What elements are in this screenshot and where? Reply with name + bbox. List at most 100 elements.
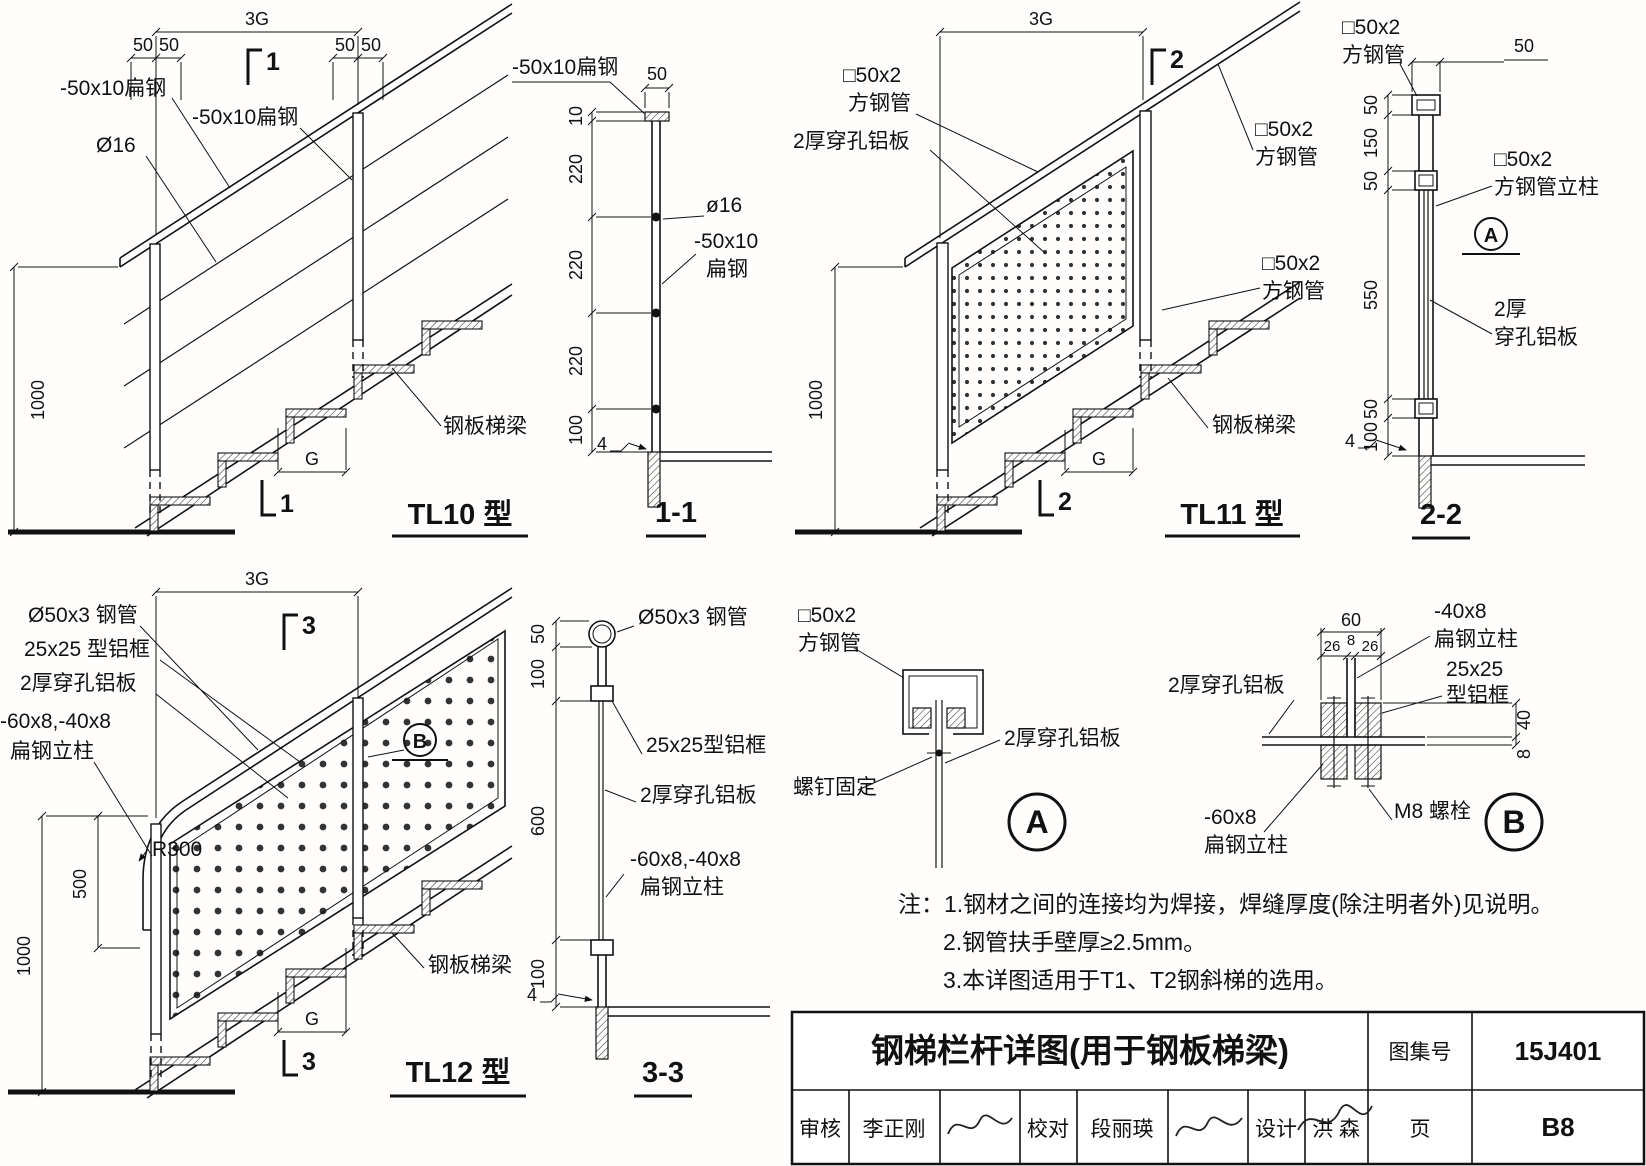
ext-lines [18, 36, 384, 470]
section-cut-marks [1038, 48, 1166, 517]
label-post-size: -60x8,-40x8 [0, 710, 111, 733]
ext-lines [1392, 59, 1548, 457]
weld-flag [610, 443, 629, 452]
panel-inner-frame [176, 638, 499, 1009]
section-number-top: 2 [1170, 46, 1184, 74]
dim-220: 220 [566, 250, 586, 280]
weld-arrow [627, 442, 647, 450]
dim: 50 [528, 624, 548, 644]
dim: 50 [1361, 171, 1381, 191]
label-r300: R300 [152, 838, 202, 861]
label-post-type: 方钢管立柱 [1494, 176, 1599, 199]
bolt-nuts [1327, 697, 1375, 787]
label-flat-steel: -50x10扁钢 [512, 56, 618, 79]
dim-26: 26 [1324, 638, 1341, 655]
label-post-size: -60x8,-40x8 [630, 848, 741, 871]
leaders [604, 625, 643, 898]
dim-3g: 3G [1029, 9, 1053, 29]
dim-220: 220 [566, 346, 586, 376]
dim-lines [591, 87, 669, 452]
label-bottom-tube-size: □50x2 [1262, 252, 1320, 275]
note-line-1: 注：1.钢材之间的连接均为焊接，焊缝厚度(除注明者外)见说明。 [898, 891, 1554, 917]
post-flat [1346, 658, 1356, 737]
section-title: 2-2 [1420, 499, 1462, 531]
label-flat-a: -50x10 [694, 230, 758, 253]
leaders [93, 625, 425, 969]
label-bolt: M8 螺栓 [1394, 800, 1471, 823]
dim-50: 50 [335, 35, 355, 55]
section-title: 3-3 [642, 1057, 684, 1089]
title-block: 钢梯栏杆详图(用于钢板梯梁) 图集号 15J401 页 B8 审核 李正刚 校对… [790, 1010, 1646, 1166]
dim: 50 [1361, 399, 1381, 419]
dim-26: 26 [1362, 638, 1379, 655]
tl12-elevation: 3G Ø50x3 钢管 25x25 型铝框 2厚穿孔铝板 -60x8,-40x8… [0, 569, 526, 1099]
dim-ticks [9, 27, 388, 537]
label-panel: 2厚穿孔铝板 [1168, 674, 1285, 697]
leaders [1263, 635, 1443, 833]
tl11-title: TL11 型 [1180, 498, 1283, 531]
post-1 [149, 243, 161, 471]
post [597, 955, 607, 1007]
detail-a: □50x2 方钢管 2厚穿孔铝板 螺钉固定 A [793, 604, 1121, 868]
dim-lines [1321, 631, 1517, 745]
tread-plate [608, 1006, 770, 1017]
label-post-size: □50x2 [1494, 148, 1552, 171]
dim-1000: 1000 [14, 936, 34, 976]
label-flat-b: 扁钢 [706, 258, 748, 281]
label-panel: 2厚穿孔铝板 [1004, 727, 1121, 750]
label-post60-size: -60x8 [1204, 806, 1257, 829]
section-cut-marks [282, 613, 298, 1077]
label-post40-type: 扁钢立柱 [1434, 628, 1518, 651]
review-label: 审核 [799, 1118, 841, 1141]
weld-arrow [1375, 439, 1407, 451]
frame-top [590, 685, 614, 702]
dim-40: 40 [1514, 710, 1534, 730]
label-rail-size: □50x2 [1342, 16, 1400, 39]
section-number-bottom: 2 [1058, 488, 1072, 516]
section-number-top: 3 [302, 612, 316, 640]
panel-section [935, 700, 943, 868]
tread-plate [1431, 455, 1585, 466]
screw-block-right [946, 707, 966, 729]
dim-ticks [587, 83, 674, 457]
label-frame: 25x25 型铝框 [24, 638, 150, 661]
ext-lines [46, 596, 359, 1032]
dim-lines [834, 31, 1143, 532]
label-tube-type: 方钢管 [798, 632, 861, 655]
dim-1000: 1000 [806, 380, 826, 420]
label-stringer: 钢板梯梁 [443, 415, 527, 438]
dim-50: 50 [133, 35, 153, 55]
label-rod: Ø16 [96, 134, 136, 157]
label-panel: 2厚穿孔铝板 [640, 784, 757, 807]
dim-50: 50 [647, 64, 667, 84]
dim: 600 [528, 806, 548, 836]
weld-size: 4 [527, 985, 537, 1005]
tread [421, 320, 483, 356]
rods [123, 74, 509, 449]
dim-60: 60 [1341, 610, 1361, 630]
tl11-elevation: 3G 1000 G □50x2 方钢管 2厚穿孔铝板 □50x2 方钢管 □50… [793, 1, 1325, 538]
label-frame-type: 型铝框 [1446, 684, 1509, 707]
detail-a-letter: A [1025, 804, 1048, 840]
bolts [1333, 696, 1369, 788]
label-rod: ø16 [706, 194, 742, 217]
note-line-3: 3.本详图适用于T1、T2钢斜梯的选用。 [943, 967, 1338, 993]
label-panel-a: 2厚 [1494, 298, 1527, 321]
dim-10: 10 [566, 106, 586, 126]
label-post-type: 扁钢立柱 [640, 876, 724, 899]
detail-a-bubble [1474, 217, 1508, 251]
weld-flag [540, 994, 559, 1003]
handrail-cap [644, 111, 670, 122]
dim-g: G [305, 1009, 319, 1029]
stem [597, 647, 607, 686]
dim-ticks [830, 27, 1148, 537]
weld-size: 4 [1345, 431, 1355, 451]
rail-tube-upper [1414, 170, 1438, 191]
rod-section [651, 212, 661, 222]
leaders [853, 647, 1001, 791]
check-name: 段丽瑛 [1091, 1118, 1154, 1141]
detail-b-circle [1484, 792, 1544, 852]
perforated-panel [169, 629, 506, 1021]
section-3-3: Ø50x3 钢管 50 100 600 100 25x25型铝框 2厚穿孔铝板 … [527, 606, 770, 1098]
post-2 [352, 697, 364, 919]
